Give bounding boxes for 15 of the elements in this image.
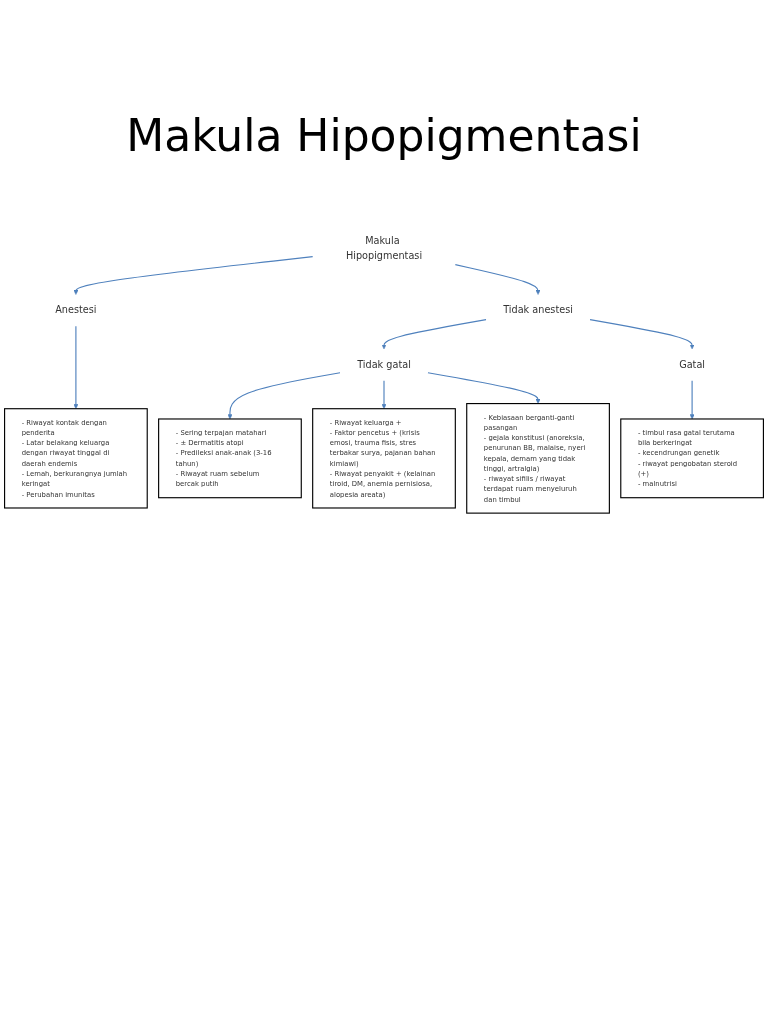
- node-text: Makula Hipopigmentasi: [345, 235, 423, 262]
- arrow: [454, 264, 541, 295]
- arrow: [73, 256, 314, 295]
- arrow: [427, 372, 541, 404]
- node-text: Anestesi: [55, 304, 97, 316]
- arrow: [73, 325, 79, 409]
- arrow: [381, 380, 387, 409]
- arrow: [381, 319, 487, 350]
- arrow: [689, 380, 695, 420]
- arrow: [227, 372, 341, 420]
- node-text: Gatal: [679, 358, 706, 371]
- arrow: [589, 319, 695, 350]
- node-text: Tidak gatal: [357, 358, 411, 371]
- title: Makula Hipopigmentasi: [125, 110, 643, 161]
- node-text: Tidak anestesi: [503, 304, 573, 316]
